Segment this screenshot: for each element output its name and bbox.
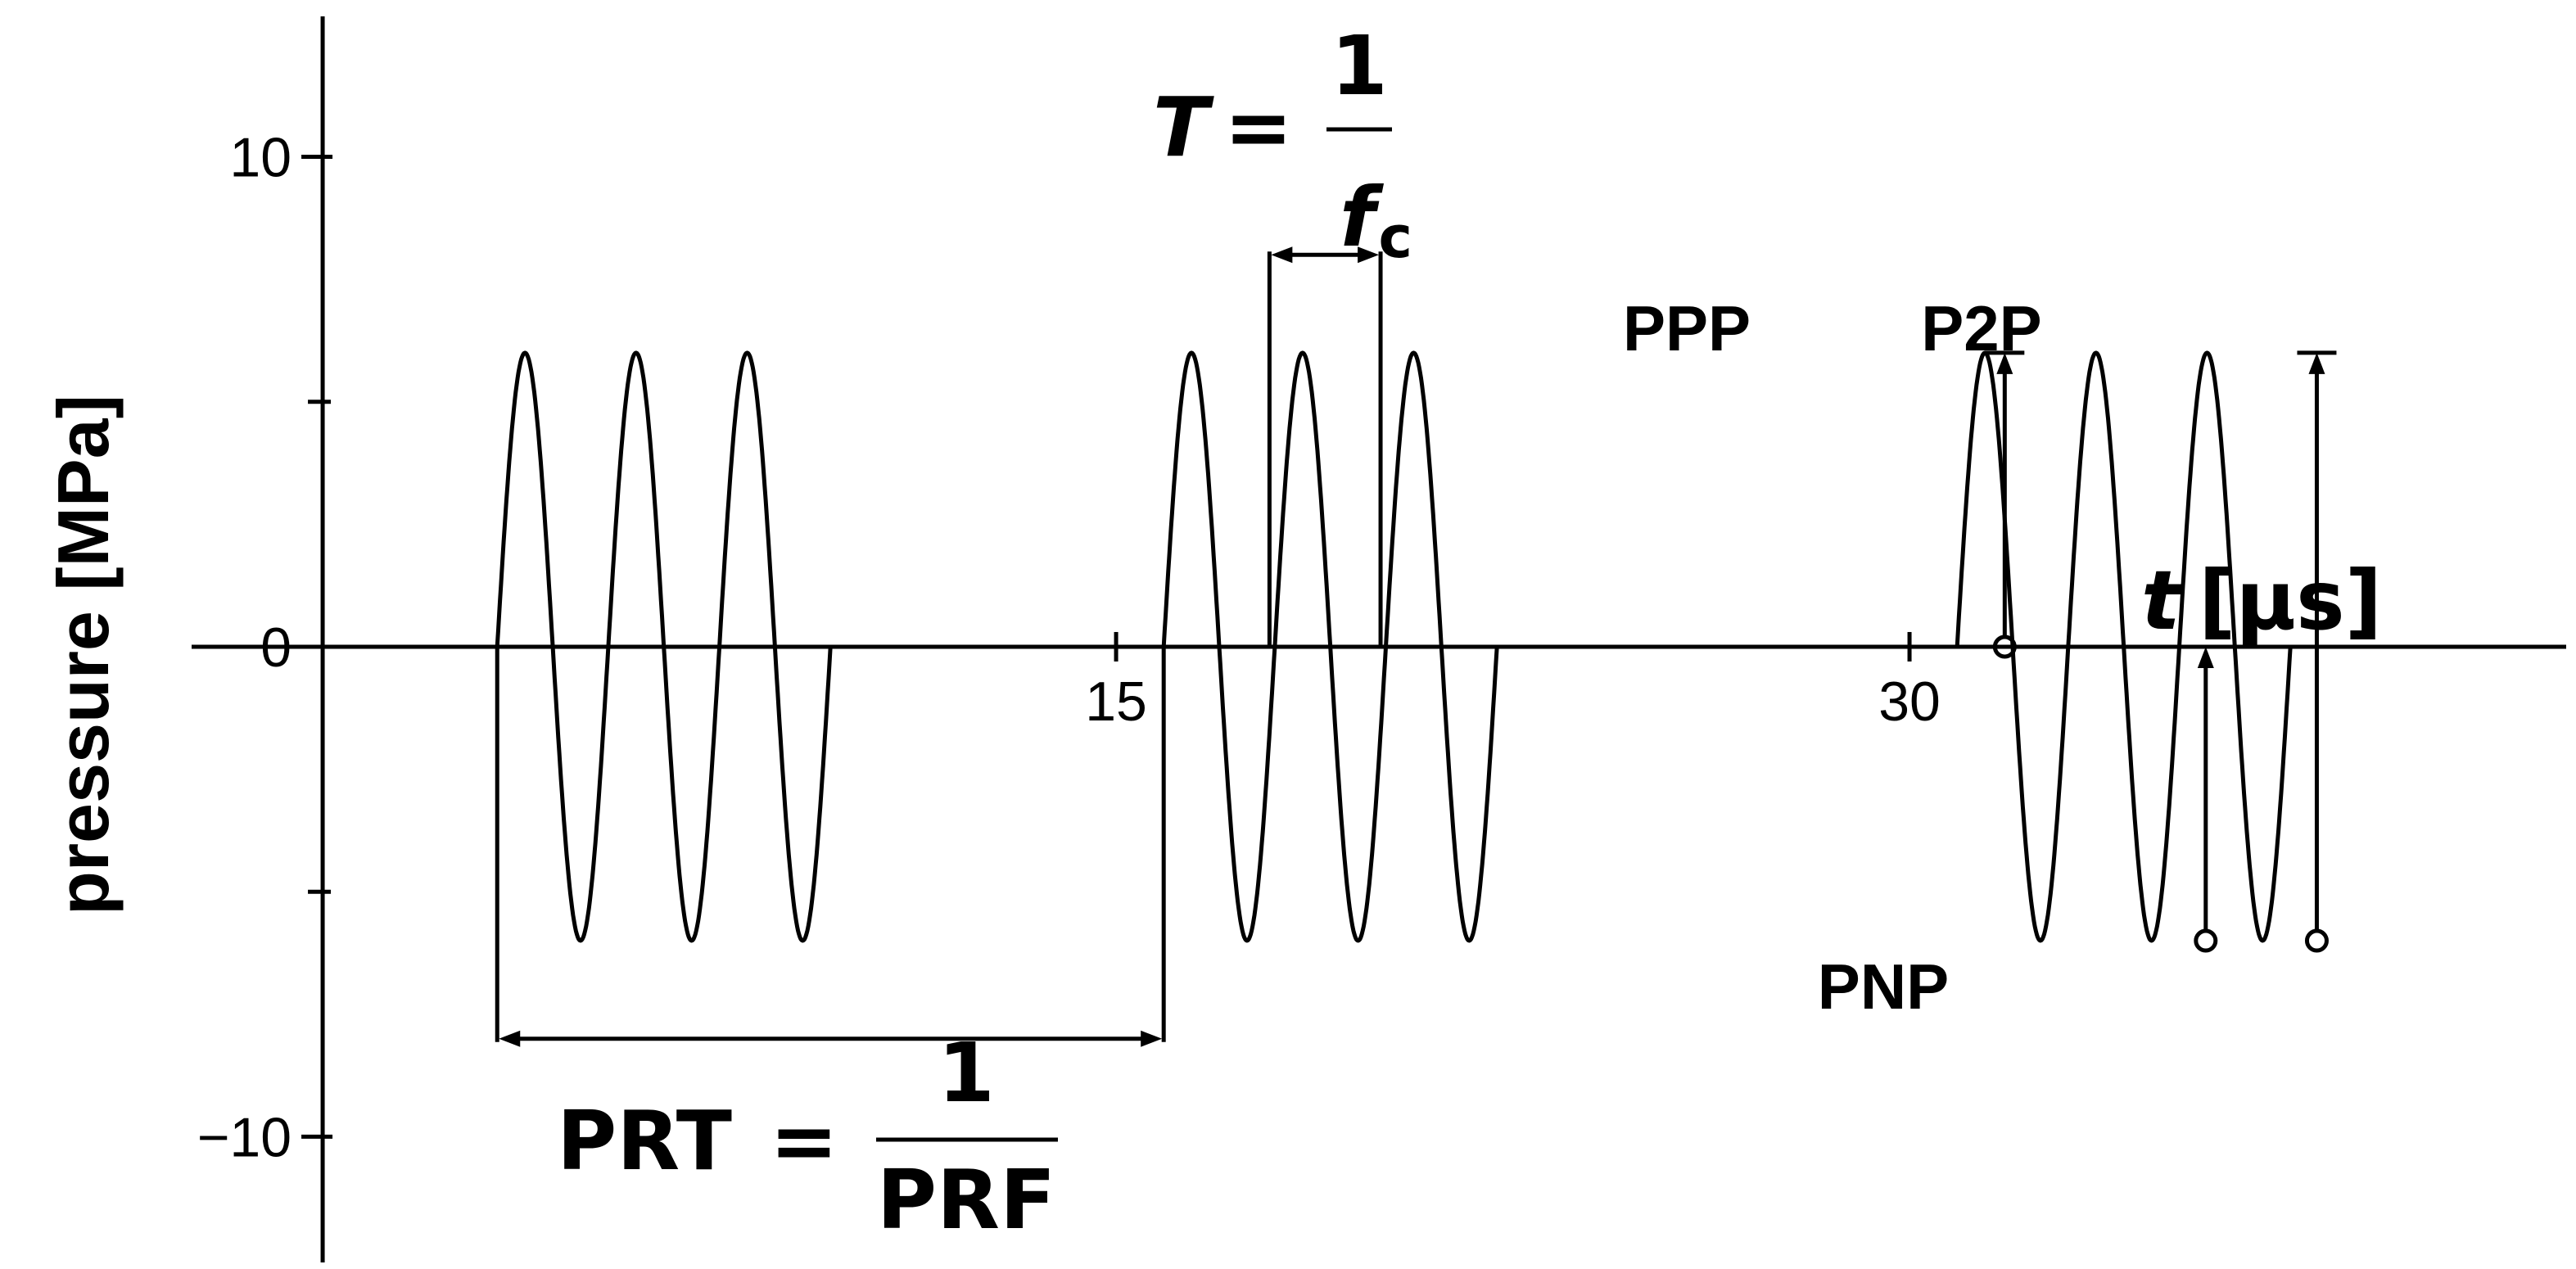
x-tick-label: 15 bbox=[1085, 671, 1147, 733]
y-tick-label: −10 bbox=[197, 1106, 291, 1168]
period-formula-eq: = bbox=[1224, 79, 1293, 175]
prt-formula-lhs: PRT bbox=[557, 1093, 732, 1189]
period-formula-subscript: c bbox=[1379, 204, 1413, 271]
arrowhead bbox=[1271, 246, 1293, 264]
ticks: −10010153045 bbox=[197, 127, 1941, 1169]
x-axis-unit: [μs] bbox=[2199, 553, 2383, 648]
period-formula-numerator: 1 bbox=[1331, 18, 1388, 114]
pulse-burst-1 bbox=[495, 350, 833, 943]
prt-formula-numerator: 1 bbox=[938, 1025, 995, 1121]
pulse-burst-2 bbox=[1161, 350, 1499, 943]
ppp-label: PPP bbox=[1623, 292, 1751, 364]
y-tick-label: 0 bbox=[260, 616, 291, 679]
y-tick-label: 10 bbox=[229, 127, 291, 189]
period-formula-f: f bbox=[1340, 169, 1384, 265]
arrowhead bbox=[1358, 246, 1380, 264]
x-axis-variable: t bbox=[2141, 553, 2183, 648]
prt-formula-denominator: PRF bbox=[877, 1152, 1056, 1248]
annotation-marks bbox=[495, 246, 2337, 1047]
x-tick-label: 30 bbox=[1878, 671, 1941, 733]
p2p-origin-marker bbox=[2304, 928, 2329, 953]
arrowhead bbox=[2308, 352, 2325, 374]
arrowhead bbox=[2197, 646, 2214, 668]
arrowhead bbox=[1141, 1030, 1163, 1047]
pnp-origin-marker bbox=[2194, 928, 2218, 953]
p2p-label: P2P bbox=[1921, 292, 2041, 364]
y-axis-label: pressure [MPa] bbox=[43, 395, 124, 915]
prt-formula-eq: = bbox=[770, 1093, 838, 1189]
period-formula-lhs: T bbox=[1153, 79, 1214, 175]
x-axis-label: t [μs] bbox=[2141, 553, 2382, 648]
arrowhead bbox=[1996, 352, 2013, 374]
arrowhead bbox=[499, 1030, 521, 1047]
pnp-label: PNP bbox=[1818, 951, 1949, 1023]
